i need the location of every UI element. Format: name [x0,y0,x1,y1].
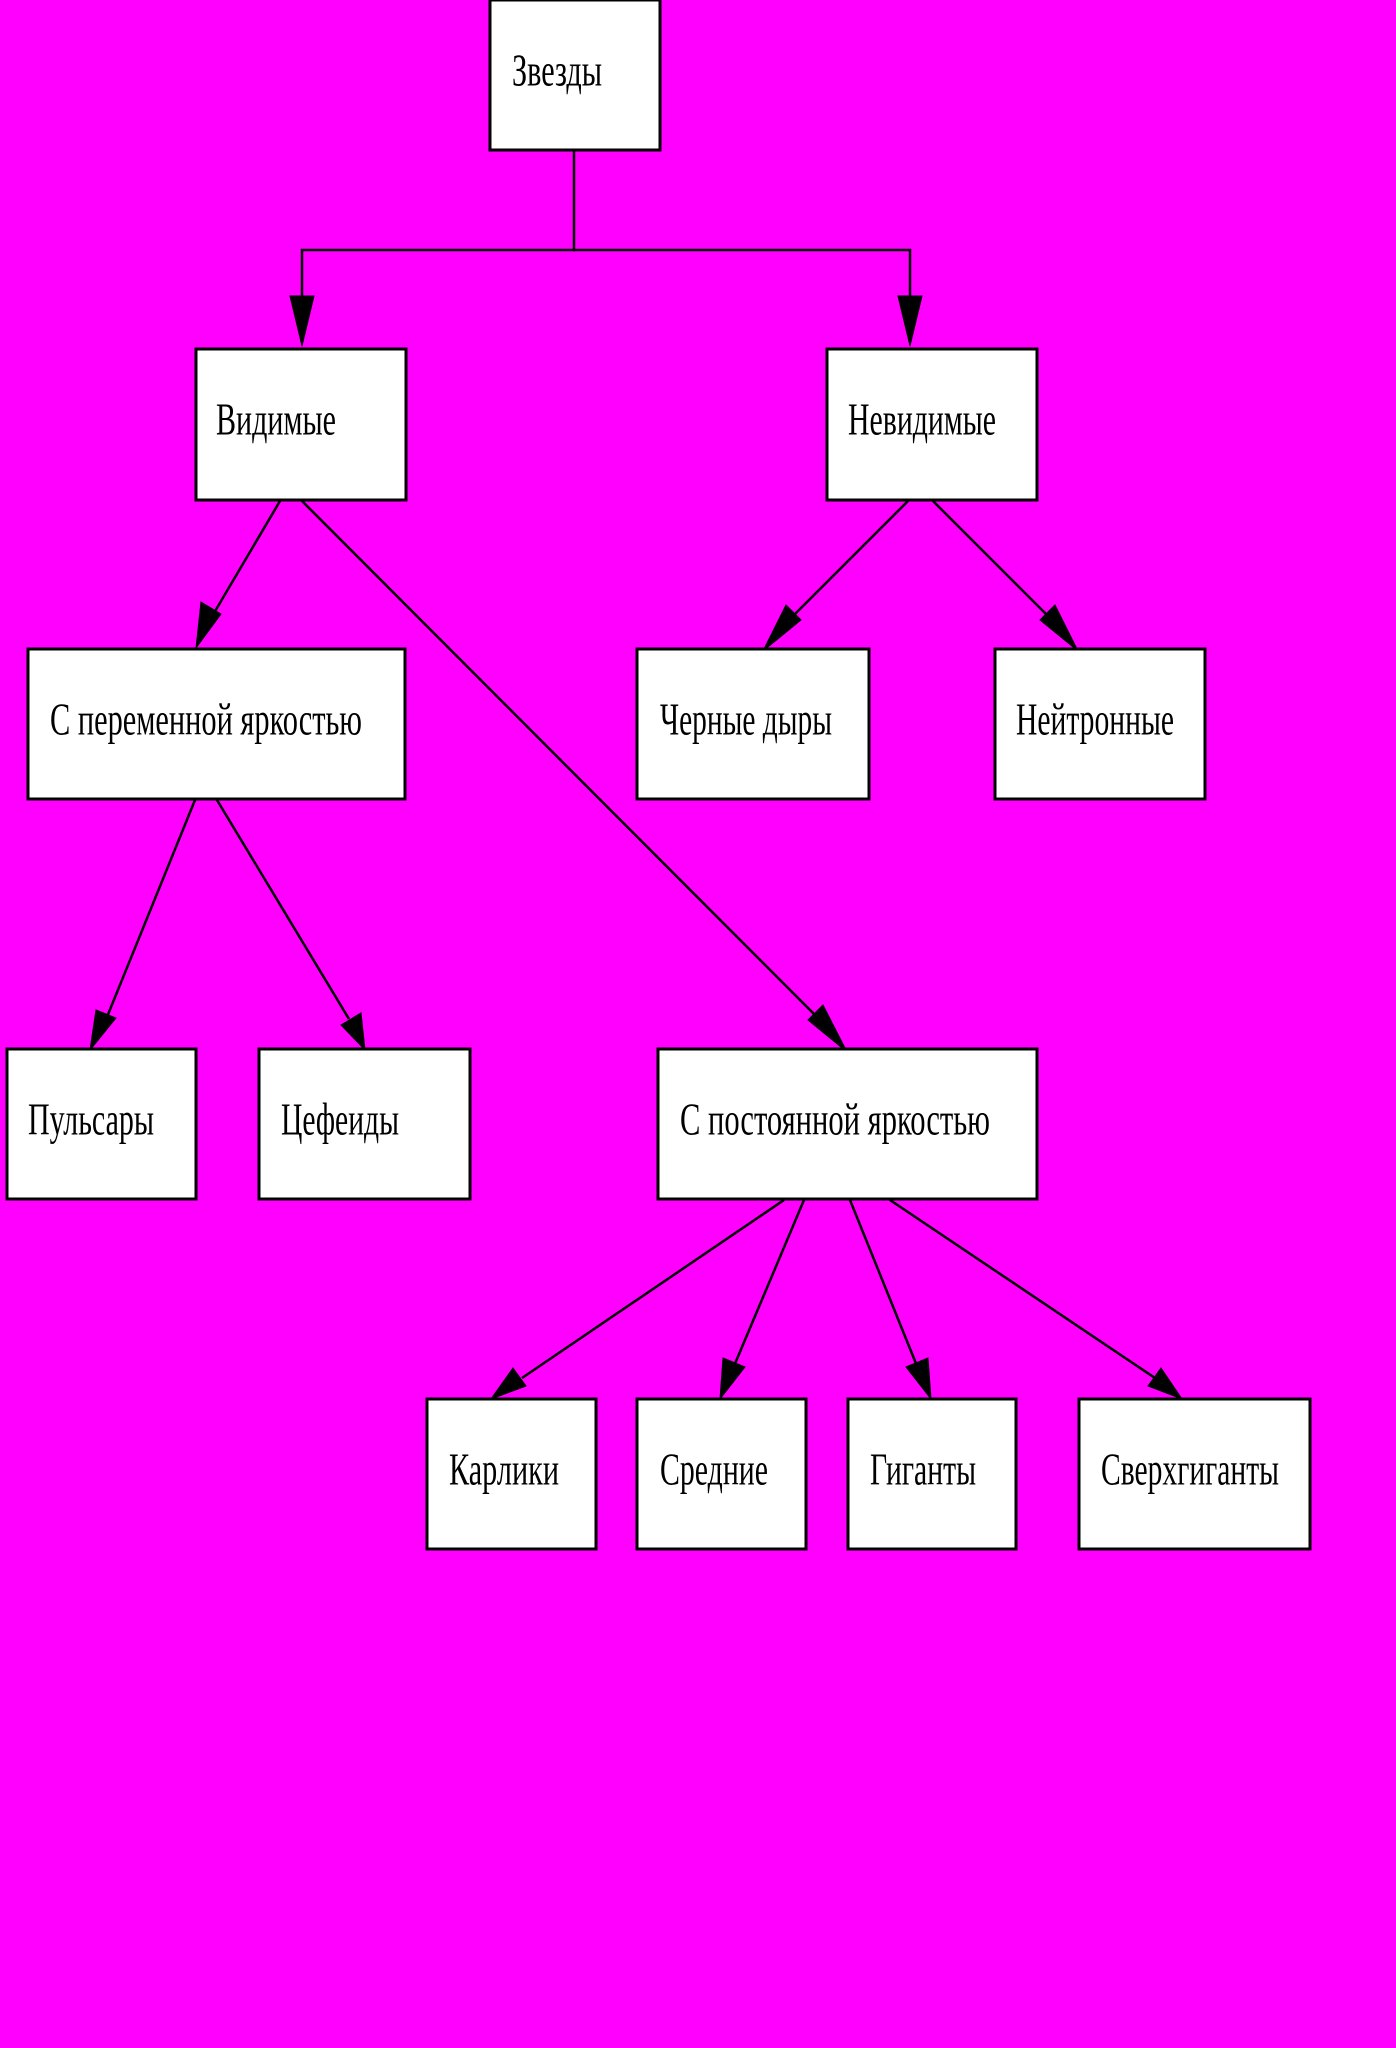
node-neutron: Нейтронные [993,647,1207,801]
node-invisible: Невидимые [825,347,1039,502]
edge-stars-invisible [574,248,912,300]
node-medium: Средние [635,1397,808,1551]
node-variable-label: С переменной яркостью [50,694,362,745]
node-medium-label: Средние [660,1444,768,1495]
node-variable: С переменной яркостью [26,647,407,801]
edge-variable-pulsars [105,799,197,1018]
node-neutron-label: Нейтронные [1016,694,1174,745]
edge-constant-dwarfs [521,1198,785,1380]
node-constant-label: С постоянной яркостью [680,1094,990,1145]
nodes-layer: Звезды Видимые Невидимые С переменной яр… [5,0,1312,1551]
edge-constant-giants [848,1199,919,1367]
node-supergiants: Сверхгиганты [1077,1397,1312,1551]
edge-stars-visible [300,150,576,300]
node-pulsars: Пульсары [5,1047,198,1201]
node-giants-label: Гиганты [870,1444,976,1495]
arrowhead-visible [289,295,315,347]
edge-constant-supergiants [889,1198,1156,1380]
node-constant: С постоянной яркостью [656,1047,1039,1201]
edges-layer [89,150,1184,1401]
node-dwarfs: Карлики [425,1397,598,1551]
node-cepheids-label: Цефеиды [281,1094,399,1145]
node-dwarfs-label: Карлики [449,1444,559,1495]
arrowhead-blackholes [762,604,802,652]
arrowhead-pulsars [89,1009,117,1052]
arrowhead-dwarfs [489,1367,527,1401]
node-black-holes-label: Черные дыры [660,694,832,745]
node-black-holes: Черные дыры [635,647,871,801]
arrowhead-neutron [1039,604,1079,652]
node-cepheids: Цефеиды [257,1047,472,1201]
node-visible: Видимые [194,347,408,502]
arrowhead-giants [905,1357,932,1401]
arrowhead-variable [195,601,222,650]
node-stars-label: Звезды [512,45,602,96]
arrowhead-constant [807,1004,848,1053]
node-pulsars-label: Пульсары [28,1094,154,1145]
node-invisible-label: Невидимые [848,394,996,445]
edge-visible-variable [212,500,282,614]
node-supergiants-label: Сверхгиганты [1101,1444,1279,1495]
node-visible-label: Видимые [216,394,336,445]
arrowhead-cepheids [340,1012,366,1052]
edge-invisible-neutron [932,500,1050,618]
edge-invisible-blackholes [791,500,909,618]
node-stars: Звезды [488,0,662,152]
edge-visible-constant [301,500,818,1018]
arrowhead-supergiants [1147,1367,1184,1401]
edge-constant-medium [732,1199,806,1367]
edge-variable-cepheids [215,799,351,1020]
arrowhead-medium [719,1357,746,1401]
arrowhead-invisible [897,295,923,347]
node-giants: Гиганты [846,1397,1018,1551]
